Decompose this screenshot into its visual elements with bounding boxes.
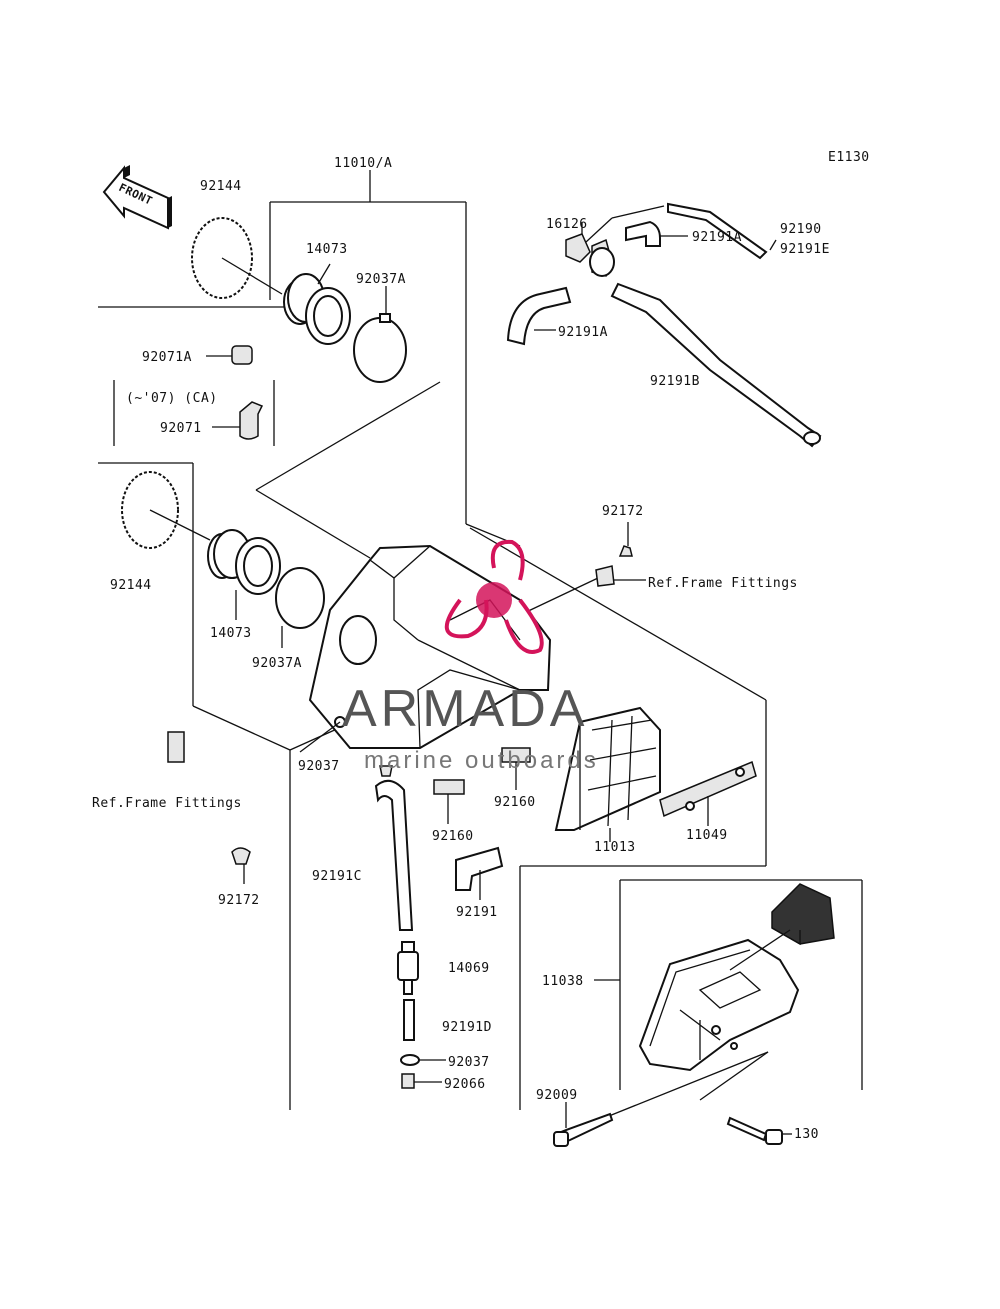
cap-92071A: [206, 345, 253, 365]
label-92191A-right: 92191A: [692, 230, 742, 245]
label-11049: 11049: [686, 828, 728, 843]
label-92191A-left: 92191A: [558, 325, 608, 340]
hose-clamp-92144-mid: [121, 471, 211, 549]
frame-pad-left: [167, 731, 185, 763]
label-92160-b: 92160: [494, 795, 536, 810]
clamp-ring-92037A-top: [353, 286, 407, 383]
label-14073-top: 14073: [306, 242, 348, 257]
label-92191C: 92191C: [312, 869, 362, 884]
label-11013: 11013: [594, 840, 636, 855]
drain-tube-92191C: [374, 765, 414, 931]
frame-bracket-right: [595, 565, 646, 587]
duct-boot-14073-mid: [207, 529, 281, 620]
hose-elbow-92191A-right: [625, 220, 688, 247]
label-11038: 11038: [542, 974, 584, 989]
label-92160-a: 92160: [432, 829, 474, 844]
plug-92066: [401, 1073, 442, 1089]
clip-92172-right: [618, 522, 633, 557]
front-arrow-icon: FRONT: [102, 165, 172, 230]
watermark-tagline: marine outboards: [364, 747, 599, 774]
part-labels: 11010/A 92144 14073 92037A 92071A (~'07)…: [92, 156, 830, 1142]
label-92172-left: 92172: [218, 893, 260, 908]
hose-92191B: [610, 282, 822, 448]
label-92071: 92071: [160, 421, 202, 436]
label-92190: 92190: [780, 222, 822, 237]
label-92191B: 92191B: [650, 374, 700, 389]
label-92191E: 92191E: [780, 242, 830, 257]
hose-92190: [667, 202, 777, 260]
diagram-code: E1130: [828, 150, 870, 165]
pad-92160-a: [433, 779, 465, 824]
label-14069: 14069: [448, 961, 490, 976]
label-92009: 92009: [536, 1088, 578, 1103]
pad-92160-b: [501, 747, 531, 790]
clamp-ring-92037A-mid: [275, 567, 325, 648]
label-92191: 92191: [456, 905, 498, 920]
bracket-plate-11049: [659, 760, 757, 826]
label-92037-left: 92037: [298, 759, 340, 774]
label-ref-frame-left: Ref.Frame Fittings: [92, 796, 242, 811]
watermark-logo: ARMADA marine outboards: [342, 539, 599, 774]
label-11010A: 11010/A: [334, 156, 392, 171]
label-92066: 92066: [444, 1077, 486, 1092]
note-ca: (~'07) (CA): [126, 391, 218, 406]
label-16126: 16126: [546, 217, 588, 232]
label-14073-mid: 14073: [210, 626, 252, 641]
air-filter-element-11013: [554, 706, 661, 842]
clamp-92037-bottom: [400, 1054, 446, 1066]
label-92037A-mid: 92037A: [252, 656, 302, 671]
label-92144-mid: 92144: [110, 578, 152, 593]
duct-boot-14073-top: [283, 263, 351, 345]
clip-92172-left: [231, 847, 251, 884]
label-92071A: 92071A: [142, 350, 192, 365]
label-92172-right: 92172: [602, 504, 644, 519]
vent-assembly-16126: [565, 205, 665, 277]
assembly-lines: [98, 170, 863, 1119]
drain-valve-14069: [397, 941, 419, 995]
label-92144-top: 92144: [200, 179, 242, 194]
elbow-cap-92071: [212, 401, 264, 440]
label-92037A-top: 92037A: [356, 272, 406, 287]
hose-elbow-92191A-left: [506, 286, 572, 346]
label-92037-bottom: 92037: [448, 1055, 490, 1070]
hose-92191: [455, 846, 504, 900]
watermark-brand: ARMADA: [342, 680, 588, 738]
label-ref-frame-right: Ref.Frame Fittings: [648, 576, 798, 591]
hose-clamp-92144-top: [191, 217, 283, 299]
tube-92191D: [403, 999, 415, 1041]
air-cleaner-cover-11038: [594, 883, 835, 1072]
bolt-92009: [553, 1102, 614, 1147]
bolt-130: [726, 1116, 792, 1145]
label-130: 130: [794, 1127, 819, 1142]
label-92191D: 92191D: [442, 1020, 492, 1035]
